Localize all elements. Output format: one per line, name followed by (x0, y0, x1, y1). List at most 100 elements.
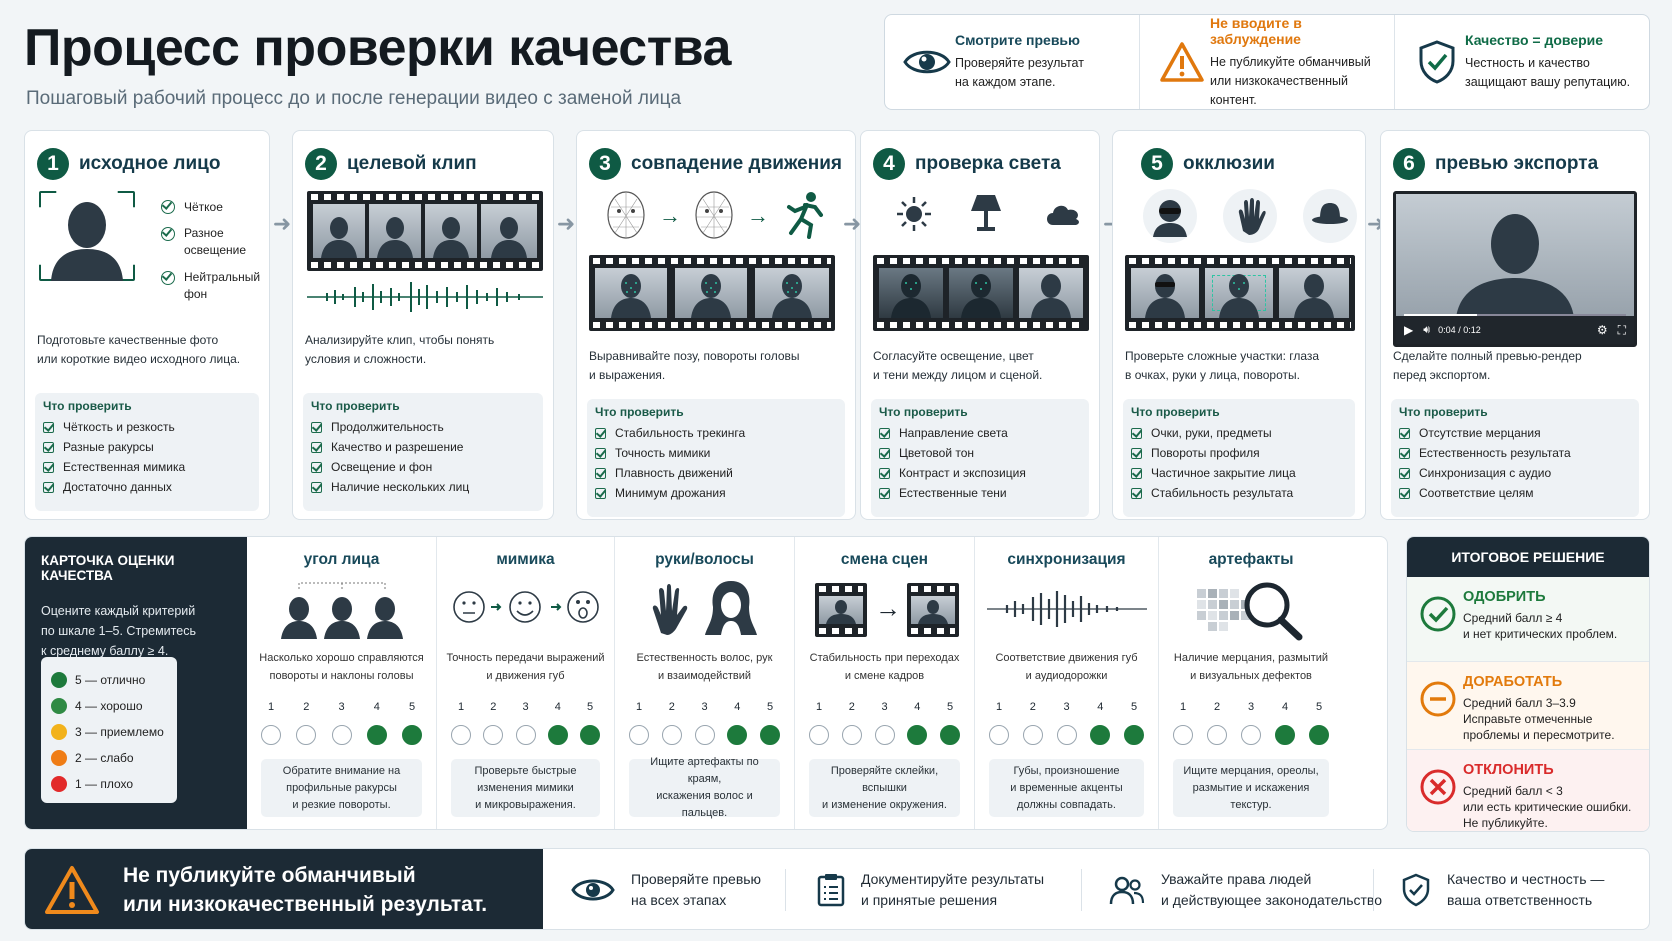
criterion-title: смена сцен (840, 551, 929, 568)
rating-radio[interactable] (1207, 725, 1227, 745)
fullscreen-icon[interactable]: ⛶ (1617, 322, 1626, 337)
rating-radio[interactable] (907, 725, 928, 745)
rating-radio[interactable] (402, 725, 422, 745)
final-decision-title: ИТОГОВОЕ РЕШЕНИЕ (1407, 537, 1649, 577)
rating-radio[interactable] (874, 725, 895, 745)
rating-radio[interactable] (331, 725, 352, 745)
criterion-tip: Ищите артефакты по краям,искажения волос… (629, 756, 780, 819)
rating-radio[interactable] (261, 725, 281, 745)
rating-radio[interactable] (1090, 725, 1111, 745)
rating-radio[interactable] (809, 725, 829, 745)
rating-radio[interactable] (1173, 725, 1193, 745)
checkbox-icon (43, 481, 54, 493)
quality-scorecard: КАРТОЧКА ОЦЕНКИ КАЧЕСТВА Оцените каждый … (24, 536, 1388, 830)
video-player[interactable]: ▶ 🔊︎ 0:04 / 0:12 ⚙ ⛶ (1393, 191, 1637, 347)
rating-radio-group[interactable] (629, 725, 780, 745)
decision-text: проблемы и пересмотрите. (1463, 728, 1615, 742)
checklist-item: Точность мимики (615, 446, 711, 460)
tip-text: защищают вашу репутацию. (1465, 75, 1631, 89)
checklist-item: Продолжительность (331, 420, 444, 434)
rating-radio[interactable] (1309, 725, 1329, 745)
step-number: 2 (305, 148, 337, 180)
tip-text: Проверяйте результат (955, 56, 1084, 70)
final-decision-panel: ИТОГОВОЕ РЕШЕНИЕ ОДОБРИТЬ Средний балл ≥… (1406, 536, 1650, 832)
side-check-label: Чёткое (184, 200, 223, 214)
legend-label: 1 — плохо (75, 777, 134, 791)
rating-radio[interactable] (1022, 725, 1043, 745)
rating-radio[interactable] (296, 725, 317, 745)
settings-gear-icon[interactable]: ⚙ (1596, 323, 1608, 337)
rating-radio[interactable] (483, 725, 504, 745)
checklist: Что проверить Направление света Цветовой… (871, 399, 1089, 517)
rating-radio[interactable] (1275, 725, 1295, 745)
rating-radio[interactable] (1124, 725, 1144, 745)
warning-icon (45, 866, 99, 914)
criterion-title: руки/волосы (655, 551, 754, 568)
rating-radio[interactable] (760, 725, 780, 745)
rating-radio[interactable] (694, 725, 715, 745)
rating-radio-group[interactable] (989, 725, 1144, 745)
criterion-title: артефакты (1208, 551, 1294, 568)
filmstrip (873, 255, 1089, 331)
rating-radio[interactable] (989, 725, 1009, 745)
checklist-item: Разные ракурсы (63, 440, 154, 454)
rating-radio[interactable] (580, 725, 600, 745)
decision-text: Не публикуйте. (1463, 816, 1548, 830)
rating-radio-group[interactable] (451, 725, 600, 745)
checkbox-icon (311, 421, 322, 433)
rating-radio[interactable] (366, 725, 387, 745)
rating-radio[interactable] (1241, 725, 1261, 745)
checklist-item: Естественные тени (899, 486, 1007, 500)
rating-radio-group[interactable] (809, 725, 960, 745)
volume-icon[interactable]: 🔊︎ (1423, 323, 1431, 336)
rating-radio[interactable] (629, 725, 649, 745)
rating-radio[interactable] (515, 725, 536, 745)
filmstrip (1125, 255, 1355, 331)
rating-radio[interactable] (727, 725, 748, 745)
rating-radio[interactable] (841, 725, 862, 745)
decision-text: или есть критические ошибки. (1463, 800, 1632, 814)
filmstrip (589, 255, 835, 331)
legend-label: 5 — отлично (75, 673, 146, 687)
checkbox-icon (1131, 447, 1142, 459)
checklist-item: Наличие нескольких лиц (331, 480, 470, 494)
checkbox-icon (595, 467, 606, 479)
rating-radio-group[interactable] (261, 725, 422, 745)
hat-icon (1303, 189, 1357, 243)
decision-rework: ДОРАБОТАТЬ Средний балл 3–3.9 Исправьте … (1407, 662, 1649, 750)
step-title: совпадение движения (631, 153, 842, 174)
step-title: превью экспорта (1435, 153, 1599, 174)
rating-radio[interactable] (940, 725, 960, 745)
checkbox-icon (1399, 487, 1410, 499)
step-title: окклюзии (1183, 153, 1275, 174)
rating-radio[interactable] (547, 725, 568, 745)
page-subtitle: Пошаговый рабочий процесс до и после ген… (26, 88, 682, 109)
decision-title: ДОРАБОТАТЬ (1463, 674, 1563, 690)
checklist-item: Контраст и экспозиция (899, 466, 1026, 480)
checkbox-icon (43, 461, 54, 473)
checkbox-icon (161, 200, 175, 214)
arrow-icon: → (659, 203, 681, 228)
score-legend: 5 — отлично 4 — хорошо 3 — приемлемо 2 —… (41, 657, 177, 803)
checklist-item: Цветовой тон (899, 446, 975, 460)
checklist-title: Что проверить (1399, 405, 1488, 419)
page-title: Процесс проверки качества (24, 19, 731, 77)
rating-radio[interactable] (661, 725, 682, 745)
check-circle-icon (51, 672, 67, 688)
decision-text: Исправьте отмеченные (1463, 712, 1593, 726)
rating-radio-group[interactable] (1173, 725, 1329, 745)
checkbox-icon (879, 487, 890, 499)
criterion-tip: Ищите мерцания, ореолы,размытие и искаже… (1173, 759, 1329, 817)
tip-preview: Смотрите превью Проверяйте результат на … (885, 15, 1140, 109)
rating-radio[interactable] (451, 725, 471, 745)
scorecard-title: КАРТОЧКА ОЦЕНКИ КАЧЕСТВА (41, 553, 175, 583)
play-icon[interactable]: ▶ (1404, 323, 1414, 337)
rating-radio[interactable] (1056, 725, 1077, 745)
footer-warning-text: Не публикуйте обманчивый (123, 864, 416, 887)
